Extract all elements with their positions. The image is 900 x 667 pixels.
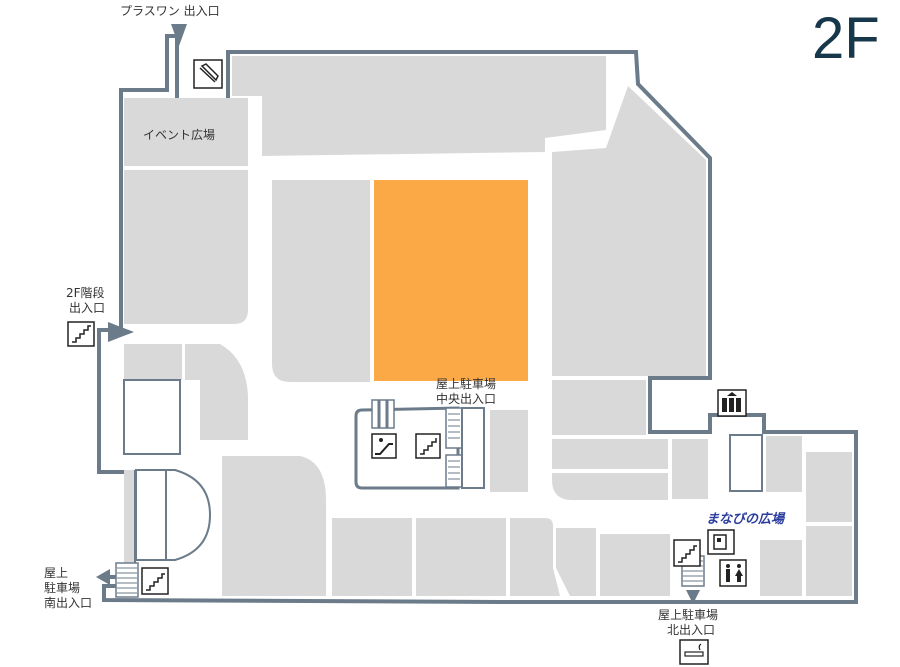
shop-bottom-a <box>332 518 412 596</box>
label-rooftop-south-line1: 屋上 <box>44 566 69 580</box>
locker-icon[interactable] <box>707 529 735 555</box>
shop-right-small <box>672 439 708 499</box>
shop-right-row1 <box>552 380 646 435</box>
shop-left-box <box>123 379 181 455</box>
label-manabi-plaza: まなびの広場 <box>706 512 785 527</box>
shop-bottom-b <box>416 518 506 596</box>
label-2f-stairs-line1: 2F階段 <box>66 286 105 300</box>
shop-bottom-e <box>600 534 670 596</box>
label-rooftop-north-line1: 屋上駐車場 <box>658 608 719 622</box>
shop-right-row2 <box>552 439 668 469</box>
shop-bottom-left <box>222 456 326 596</box>
stairs-icon[interactable] <box>141 567 169 595</box>
highlighted-shop[interactable] <box>374 180 528 381</box>
label-rooftop-south-line2: 駐車場 <box>44 581 81 595</box>
shop-event-plaza <box>124 98 248 166</box>
shop-top-center <box>232 56 606 156</box>
elevator-icon[interactable] <box>717 389 747 417</box>
shop-left-large <box>124 170 248 324</box>
label-rooftop-center-line1: 屋上駐車場 <box>436 377 497 391</box>
shop-left-strip <box>124 470 134 586</box>
label-rooftop-center-line2: 中央出入口 <box>436 392 497 406</box>
label-rooftop-north-line2: 北出入口 <box>667 623 716 637</box>
shops <box>123 56 852 596</box>
shop-bottom-f <box>760 540 802 596</box>
escalator-icon[interactable] <box>371 433 397 459</box>
shop-bottom-d <box>556 528 596 596</box>
central-escalator-area <box>354 399 485 490</box>
shop-east-1 <box>806 452 852 522</box>
shop-center-left <box>272 180 370 382</box>
shop-left-mid2 <box>185 344 248 440</box>
arrow-north-exit <box>686 590 700 604</box>
smoking-area-icon[interactable] <box>679 639 709 665</box>
label-event-plaza: イベント広場 <box>143 128 216 142</box>
arrow-plaswan <box>171 24 187 46</box>
south-exit-steps <box>115 562 139 598</box>
arrow-south-exit <box>96 569 116 585</box>
stairwell-south <box>135 469 212 561</box>
shop-left-mid1 <box>124 344 182 380</box>
shop-bottom-c <box>510 518 560 596</box>
floor-title: 2F <box>812 6 880 71</box>
label-rooftop-south-line3: 南出入口 <box>44 596 93 610</box>
nursing-room-icon[interactable] <box>193 59 223 89</box>
arrow-2f-stairs <box>108 322 134 342</box>
shop-east-box <box>729 434 763 492</box>
stairs-icon[interactable] <box>673 539 701 567</box>
label-2f-stairs-line2: 出入口 <box>69 301 106 315</box>
shop-right-row3 <box>552 473 668 500</box>
shop-right-large <box>552 86 706 376</box>
shop-col-a <box>490 410 528 492</box>
restroom-icon[interactable] <box>719 559 747 587</box>
shop-east-top <box>766 436 802 492</box>
building-outline <box>97 34 858 604</box>
stairs-icon[interactable] <box>415 433 441 459</box>
shop-east-2 <box>806 526 852 596</box>
label-plaswan-entrance: プラスワン 出入口 <box>120 4 220 18</box>
stairs-icon[interactable] <box>67 321 95 347</box>
